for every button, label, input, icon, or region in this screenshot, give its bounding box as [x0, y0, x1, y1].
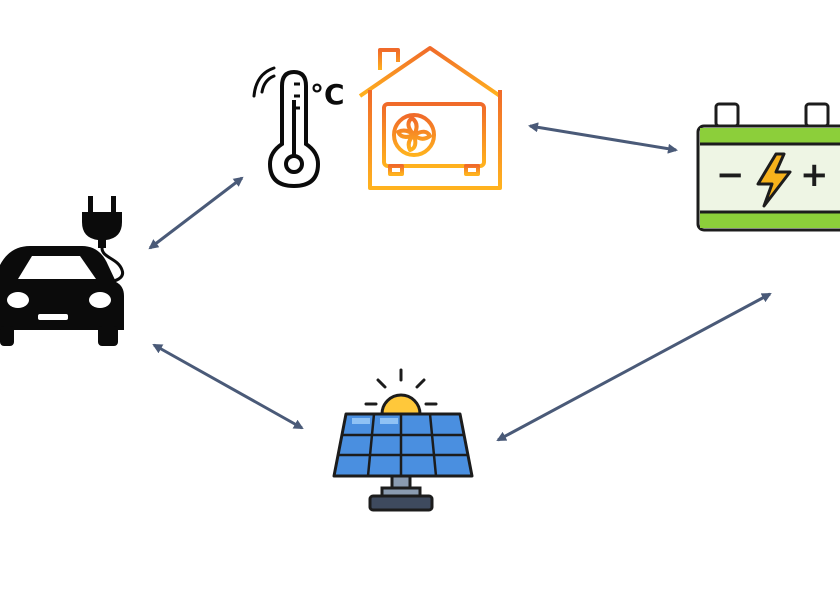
- arrow-house-battery: [528, 122, 678, 154]
- solar-panel-icon: [332, 368, 474, 512]
- thermometer-icon: °C: [252, 66, 345, 189]
- battery-plus-label: +: [800, 155, 829, 195]
- battery-icon: − +: [696, 102, 840, 232]
- arrow-car-thermostat: [148, 176, 244, 250]
- arrow-solar-battery: [496, 292, 772, 442]
- heat-pump-house-icon: [358, 46, 502, 190]
- electric-car-icon: [0, 196, 125, 346]
- arrow-car-solar: [152, 343, 304, 430]
- battery-minus-label: −: [716, 155, 745, 195]
- temperature-unit-label: °C: [310, 78, 345, 111]
